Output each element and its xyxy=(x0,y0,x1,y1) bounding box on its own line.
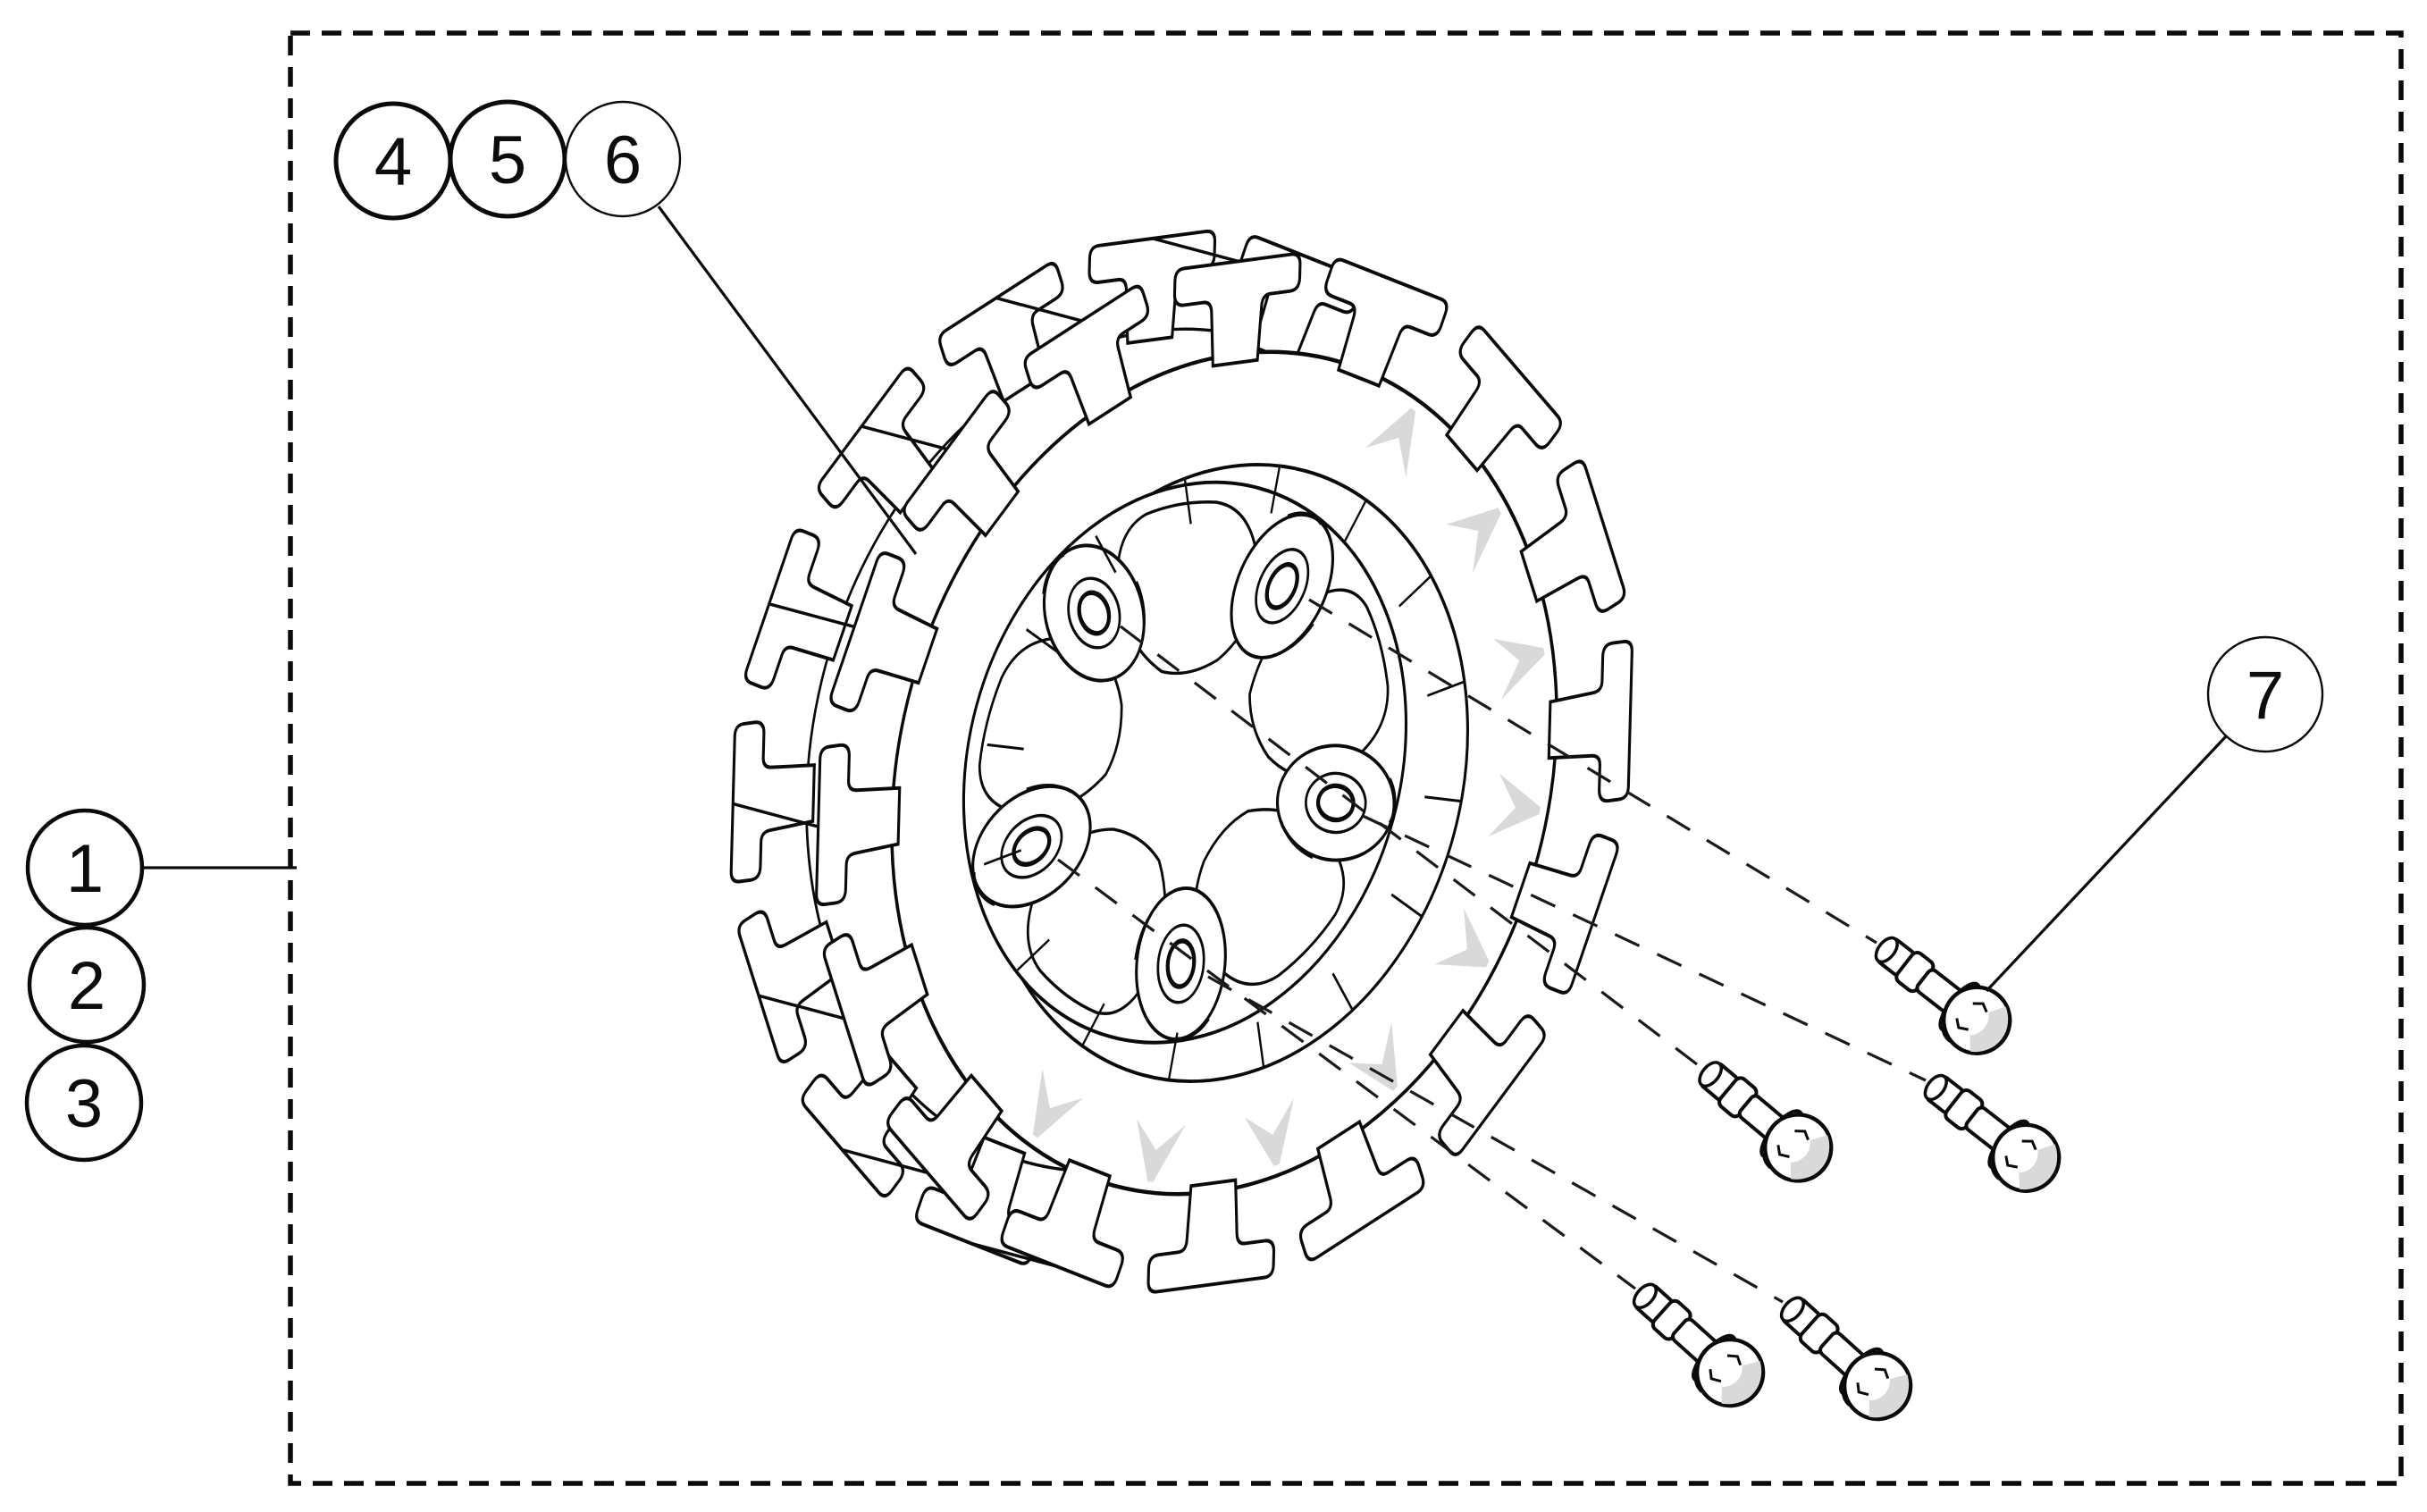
bolt-3 xyxy=(1909,1056,2072,1204)
leader-line-callout-6 xyxy=(657,206,918,555)
projection-line-1 xyxy=(1308,598,1877,945)
tread-edge-line xyxy=(768,602,855,629)
tread-edge-line xyxy=(732,802,819,828)
projection-line-2 xyxy=(1362,814,1927,1082)
hub-web xyxy=(902,480,1467,1095)
callout-6: 6 xyxy=(564,100,682,218)
tread-edge-line xyxy=(861,424,947,451)
callout-circle xyxy=(24,1043,144,1163)
bolt-icon xyxy=(1860,919,2023,1066)
callout-label: 2 xyxy=(68,948,105,1024)
callout-1: 1 xyxy=(25,808,145,928)
callout-label: 6 xyxy=(604,122,642,198)
projection-line-3 xyxy=(1120,625,1701,1069)
bolt-4 xyxy=(1617,1266,1776,1419)
callout-3: 3 xyxy=(24,1043,144,1163)
projection-lines xyxy=(1057,598,1927,1304)
callout-label: 1 xyxy=(66,831,104,907)
back-cleat xyxy=(728,712,818,885)
leader-line-callout-7 xyxy=(1985,735,2228,993)
tread-edge-line xyxy=(995,296,1082,323)
callout-label: 3 xyxy=(65,1066,103,1142)
tread-edge-line xyxy=(758,994,844,1021)
frame-border xyxy=(288,30,2404,1486)
projection-line-5 xyxy=(1207,975,1784,1304)
tread-edge-line xyxy=(842,1148,928,1174)
bolt-icon xyxy=(1683,1044,1844,1195)
callout-label: 5 xyxy=(489,122,526,198)
callout-circle xyxy=(2206,635,2324,753)
bolt-2 xyxy=(1683,1044,1844,1195)
bolt-1 xyxy=(1860,919,2023,1066)
callout-circle xyxy=(25,808,145,928)
callout-5: 5 xyxy=(448,99,567,219)
callout-7: 7 xyxy=(2206,635,2324,753)
bolt-icon xyxy=(1764,1280,1924,1432)
callout-2: 2 xyxy=(27,925,147,1045)
tread-edge-line xyxy=(1152,237,1239,264)
callout-label: 7 xyxy=(2246,658,2284,734)
callout-circle xyxy=(564,100,682,218)
callout-circle xyxy=(27,925,147,1045)
cleat xyxy=(1545,638,1634,811)
bolt-icon xyxy=(1909,1056,2072,1204)
callout-label: 4 xyxy=(374,124,412,200)
bolt-icon xyxy=(1617,1266,1776,1419)
wheel xyxy=(728,228,1634,1295)
bolt-5 xyxy=(1764,1280,1924,1432)
callout-4: 4 xyxy=(333,101,453,221)
